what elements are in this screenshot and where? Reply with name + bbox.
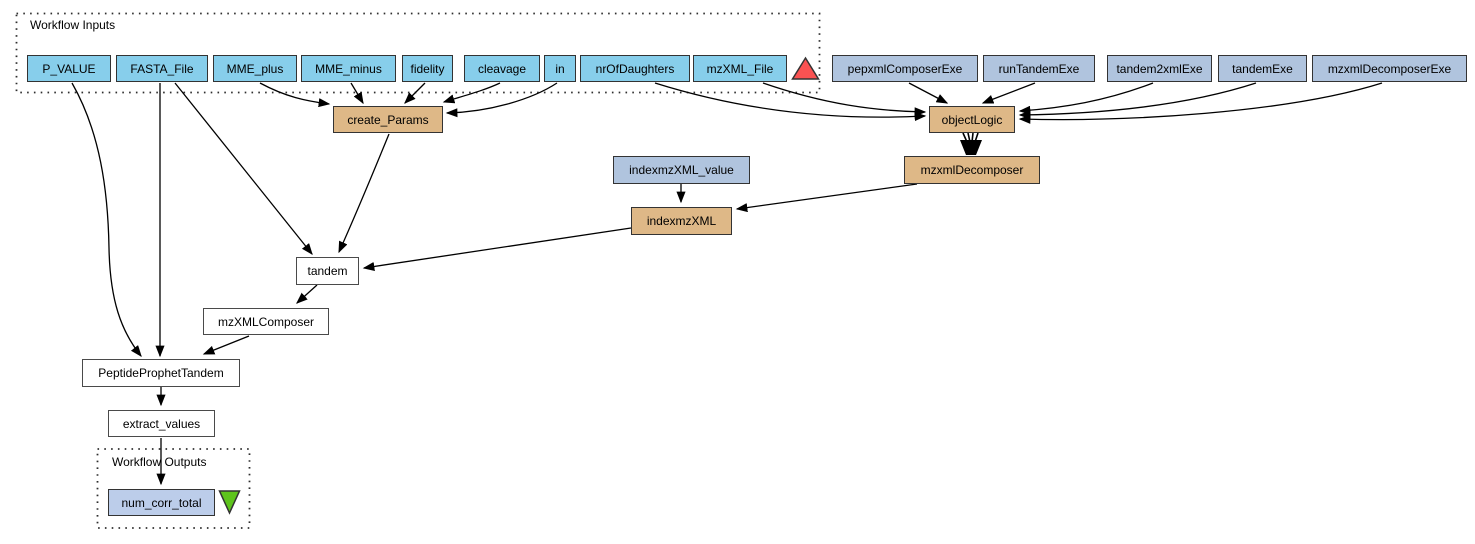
node-tandem[interactable]: tandem xyxy=(296,257,359,285)
edge-cleavage-to-create-params xyxy=(442,82,501,104)
node-mzxmldecomposerexe[interactable]: mzxmlDecomposerExe xyxy=(1312,55,1467,82)
node-create-params[interactable]: create_Params xyxy=(333,106,443,133)
node-extract-values[interactable]: extract_values xyxy=(108,410,215,437)
node-objectlogic[interactable]: objectLogic xyxy=(929,106,1015,133)
node-workflow-input-in[interactable]: in xyxy=(544,55,576,82)
edge-mzxmldecomposerexe-to-objectlogic xyxy=(1018,82,1383,124)
edge-runtandemexe-to-objectlogic xyxy=(981,82,1036,104)
node-workflow-input-mme-plus[interactable]: MME_plus xyxy=(213,55,297,82)
edge-tandem2xmlexe-to-objectlogic xyxy=(1018,82,1154,115)
node-workflow-input-cleavage[interactable]: cleavage xyxy=(464,55,540,82)
node-tandemexe[interactable]: tandemExe xyxy=(1218,55,1307,82)
edge-tandem-to-mzxmlcomposer xyxy=(296,284,318,304)
edge-mzxmldecomposer-to-indexmzxml xyxy=(735,183,918,213)
edge-nrofdaughters-to-objectlogic xyxy=(654,82,927,122)
node-mzxmlcomposer[interactable]: mzXMLComposer xyxy=(203,308,329,335)
workflow-outputs-group-label: Workflow Outputs xyxy=(112,455,207,469)
edge-mzxml-file-to-objectlogic xyxy=(762,82,927,117)
node-workflow-input-nrofdaughters[interactable]: nrOfDaughters xyxy=(580,55,690,82)
node-tandem2xmlexe[interactable]: tandem2xmlExe xyxy=(1107,55,1212,82)
node-workflow-input-mme-minus[interactable]: MME_minus xyxy=(301,55,396,82)
node-indexmzxml[interactable]: indexmzXML xyxy=(631,207,732,235)
node-peptideprophettandem[interactable]: PeptideProphetTandem xyxy=(82,359,240,387)
edge-mzxmlcomposer-to-peptideprophettandem xyxy=(202,335,250,355)
node-pepxmlcomposerexe[interactable]: pepxmlComposerExe xyxy=(832,55,978,82)
edge-in-to-create-params xyxy=(445,82,558,118)
edge-pepxmlcomposerexe-to-objectlogic xyxy=(908,82,949,104)
workflow-inputs-group-label: Workflow Inputs xyxy=(30,18,116,32)
edge-fasta-file-to-tandem xyxy=(174,82,313,256)
edge-p-value-to-peptideprophettandem xyxy=(71,82,142,358)
node-workflow-input-fasta-file[interactable]: FASTA_File xyxy=(116,55,208,82)
workflow-inputs-group-border xyxy=(15,12,821,94)
node-mzxmldecomposer[interactable]: mzxmlDecomposer xyxy=(904,156,1040,184)
edge-create-params-to-tandem xyxy=(338,133,390,254)
edge-tandemexe-to-objectlogic xyxy=(1018,82,1257,120)
edge-indexmzxml-to-tandem xyxy=(362,227,632,271)
node-workflow-input-fidelity[interactable]: fidelity xyxy=(402,55,453,82)
edge-mme-minus-to-create-params xyxy=(350,82,364,105)
edge-bundle-objectlogic-to-mzxmldecomposer xyxy=(960,132,982,155)
edge-fidelity-to-create-params xyxy=(404,82,426,104)
edge-mme-plus-to-create-params xyxy=(259,82,331,108)
node-workflow-input-mzxml-file[interactable]: mzXML_File xyxy=(693,55,787,82)
bundle-arrowhead xyxy=(960,140,982,155)
node-indexmzxml-value[interactable]: indexmzXML_value xyxy=(613,156,750,184)
node-workflow-output-num-corr-total[interactable]: num_corr_total xyxy=(108,489,215,516)
workflow-outputs-group-border xyxy=(96,448,251,529)
output-port-green-triangle-icon[interactable] xyxy=(218,490,241,515)
node-workflow-input-p-value[interactable]: P_VALUE xyxy=(27,55,111,82)
node-runtandemexe[interactable]: runTandemExe xyxy=(983,55,1095,82)
input-port-red-triangle-icon[interactable] xyxy=(791,56,820,80)
